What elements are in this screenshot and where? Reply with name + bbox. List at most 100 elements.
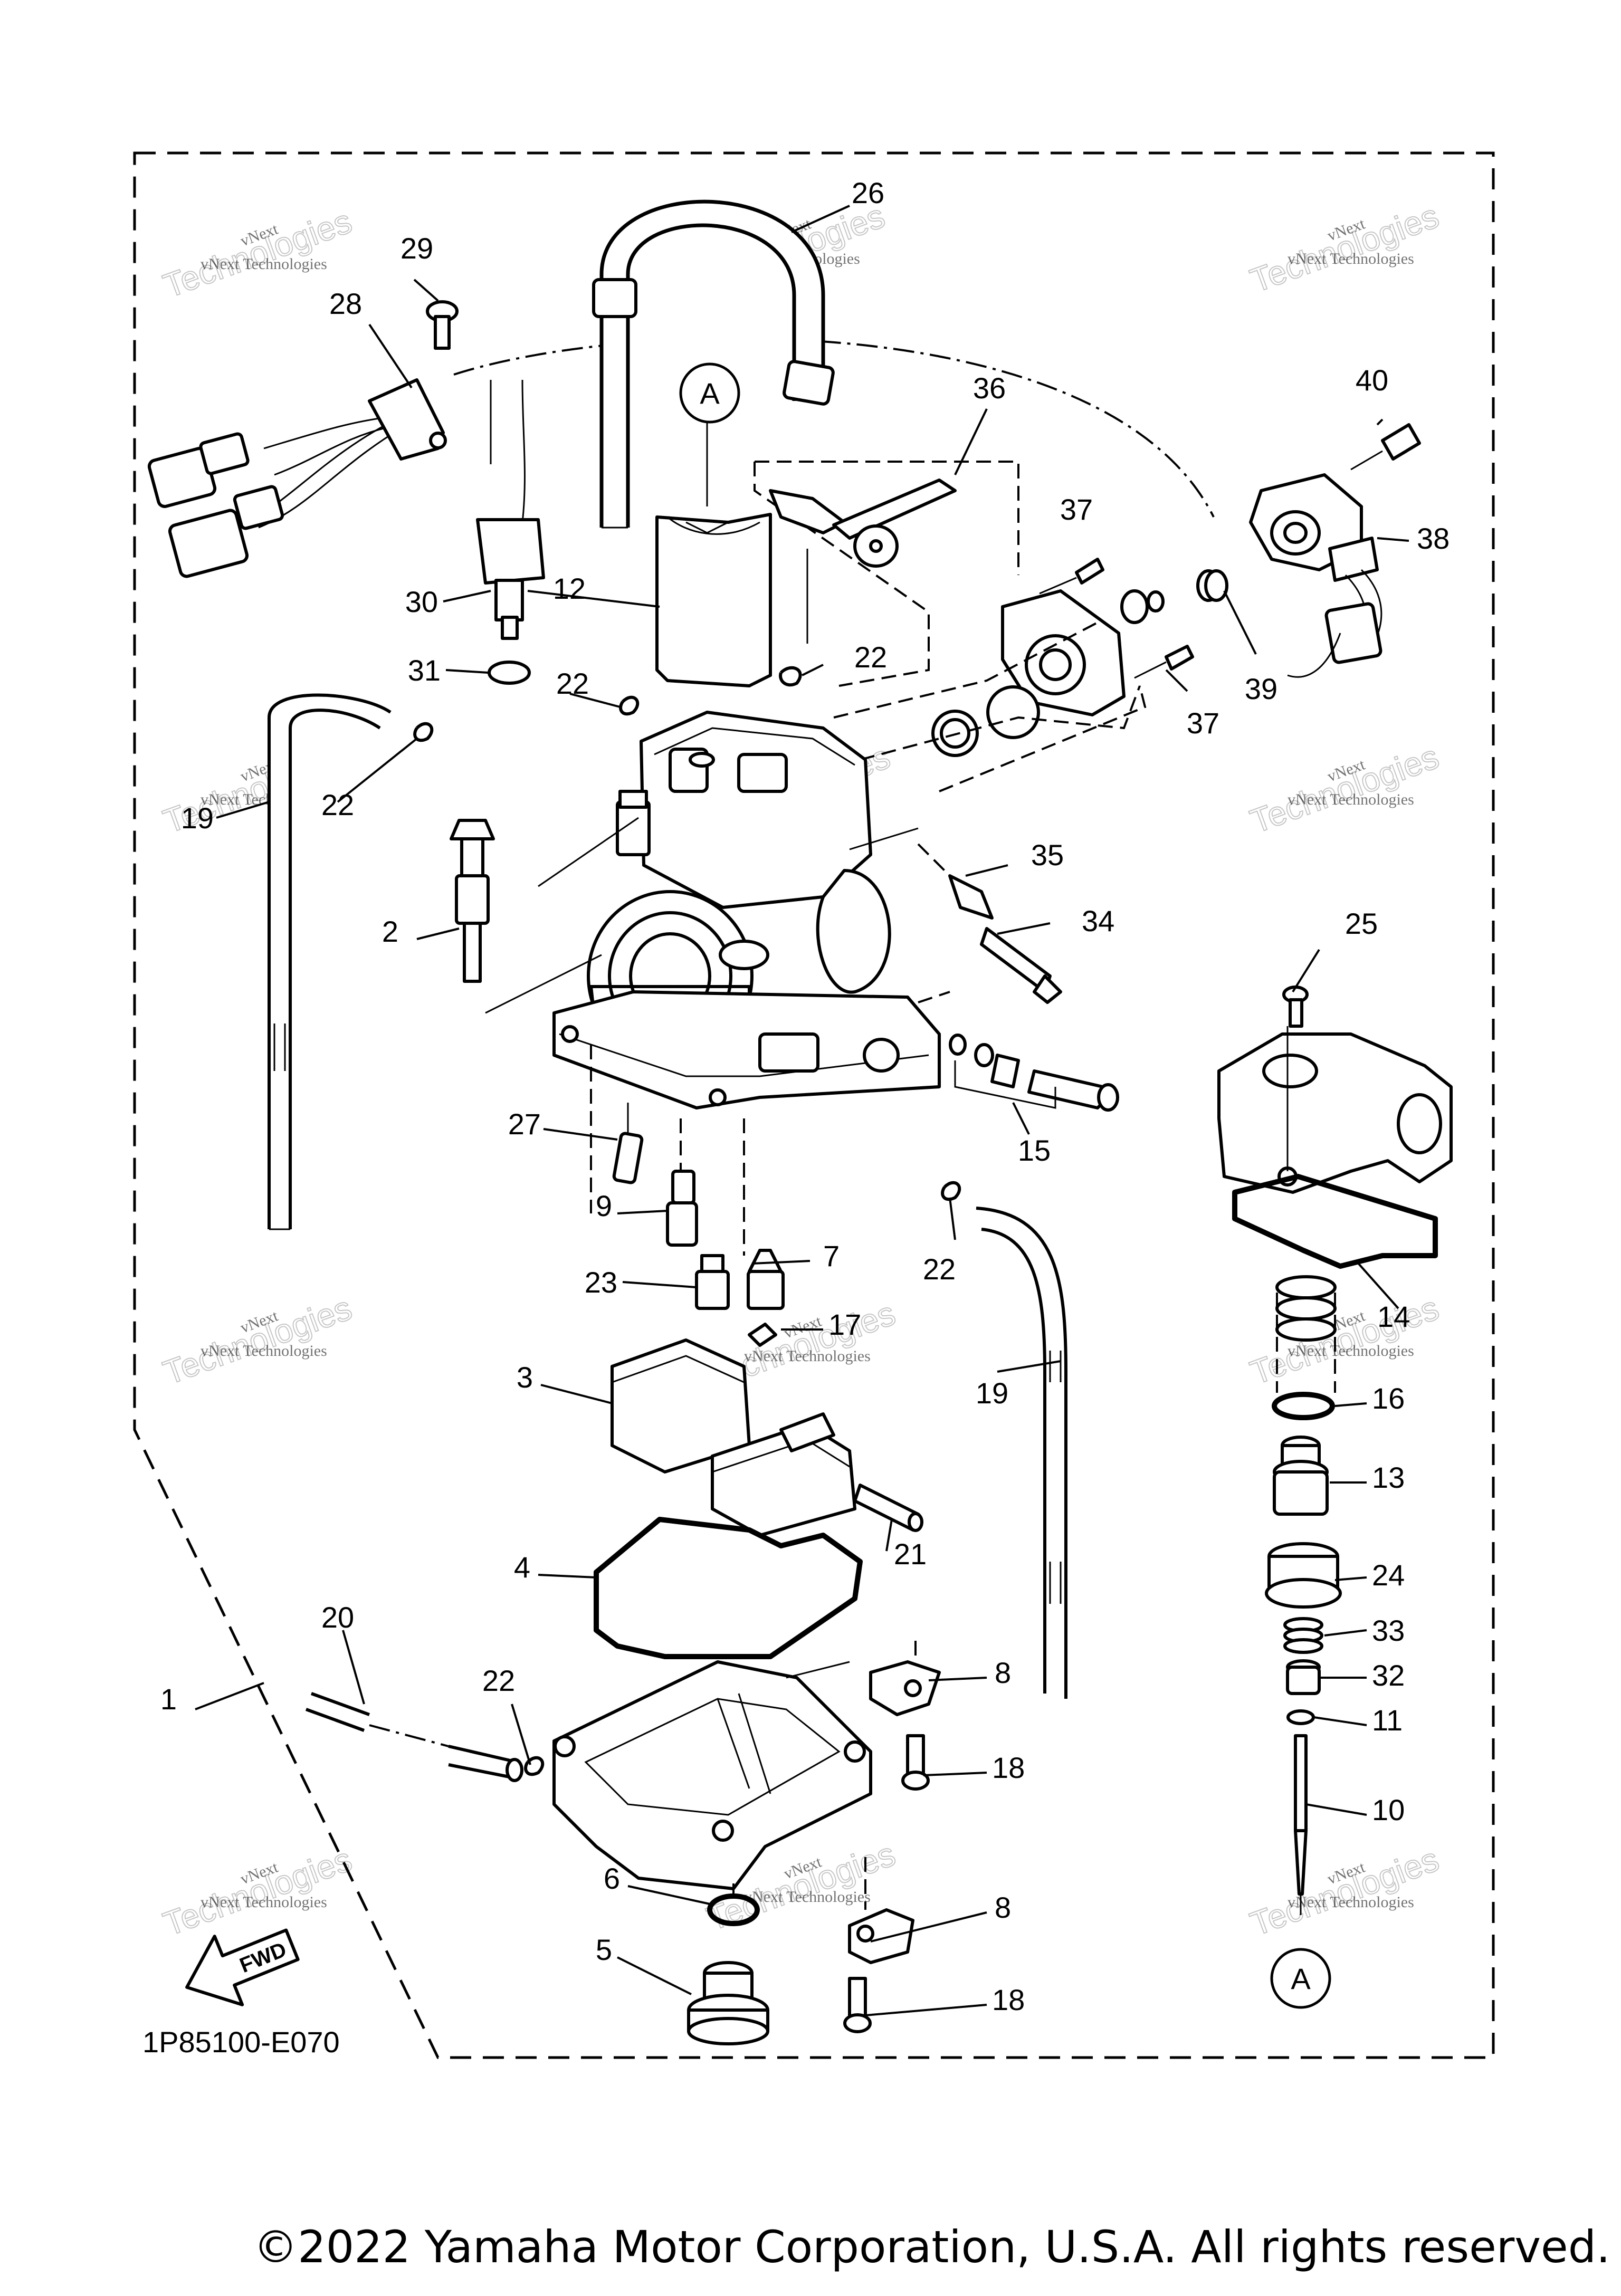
watermark: vNext vNext Technologies Technologies bbox=[158, 1288, 357, 1392]
svg-text:Technologies: Technologies bbox=[158, 202, 357, 305]
screw-37-top bbox=[1039, 558, 1104, 595]
hose-20 bbox=[305, 1692, 523, 1782]
watermark: vNext vNext Technologies Technologies bbox=[1245, 1840, 1444, 1944]
cap-24 bbox=[1265, 1542, 1342, 1609]
screw-34 bbox=[980, 927, 1062, 1004]
svg-text:Technologies: Technologies bbox=[1245, 1289, 1444, 1392]
svg-text:vNext Technologies: vNext Technologies bbox=[744, 1347, 871, 1365]
o-ring-39 bbox=[1204, 569, 1228, 602]
hose-19-right bbox=[976, 1207, 1067, 1699]
callout-25: 25 bbox=[1345, 907, 1378, 940]
spring-16-group bbox=[1275, 1275, 1337, 1393]
callout-16: 16 bbox=[1372, 1382, 1405, 1415]
callout-39: 39 bbox=[1245, 672, 1277, 705]
clip-11 bbox=[1286, 1709, 1315, 1725]
copyright-text: ©2022 Yamaha Motor Corporation, U.S.A. A… bbox=[253, 2221, 1610, 2273]
callout-19-left: 19 bbox=[181, 801, 214, 835]
o-ring-31 bbox=[488, 661, 531, 685]
callout-1: 1 bbox=[160, 1682, 177, 1716]
spring-35 bbox=[948, 874, 994, 920]
ring-16 bbox=[1272, 1392, 1335, 1420]
tps-sensor-38 bbox=[1249, 473, 1382, 678]
pin-21 bbox=[853, 1484, 923, 1532]
clip-22 bbox=[619, 695, 640, 716]
svg-text:Technologies: Technologies bbox=[1245, 197, 1444, 300]
callout-22-right: 22 bbox=[854, 640, 887, 674]
screw-18-bottom bbox=[843, 1977, 872, 2033]
screw-27 bbox=[612, 1103, 644, 1184]
clip-22 bbox=[413, 722, 434, 742]
callout-29: 29 bbox=[401, 232, 433, 265]
clip-17 bbox=[748, 1323, 777, 1347]
callout-22-center: 22 bbox=[556, 667, 589, 700]
wire-harness bbox=[147, 378, 447, 578]
callout-24: 24 bbox=[1372, 1558, 1405, 1592]
svg-text:A: A bbox=[700, 377, 720, 410]
carburetor-body bbox=[538, 711, 950, 1256]
svg-text:vNext Technologies: vNext Technologies bbox=[1288, 1893, 1414, 1911]
callout-17: 17 bbox=[828, 1308, 861, 1341]
ref-marker-a-top: A bbox=[679, 362, 740, 424]
screw-18-top bbox=[901, 1734, 930, 1791]
float-bowl bbox=[552, 1660, 872, 1890]
callout-labels: 1 2 3 4 5 6 7 8 8 9 10 11 12 13 14 15 16… bbox=[160, 176, 1450, 2016]
watermark: vNext vNext Technologies Technologies bbox=[1245, 1288, 1444, 1392]
hose-19-left bbox=[268, 693, 392, 1230]
svg-text:Technologies: Technologies bbox=[158, 1289, 357, 1392]
callout-18-bottom: 18 bbox=[992, 1983, 1025, 2016]
guide-line bbox=[917, 843, 951, 877]
callout-6: 6 bbox=[604, 1862, 620, 1895]
watermark: vNext vNext Technologies Technologies bbox=[1245, 196, 1444, 300]
callout-18-top: 18 bbox=[992, 1751, 1025, 1784]
callout-37-bottom: 37 bbox=[1187, 706, 1219, 740]
svg-text:Technologies: Technologies bbox=[1245, 738, 1444, 840]
clip-22 bbox=[941, 1181, 961, 1201]
spring-33 bbox=[1283, 1617, 1323, 1654]
callout-40: 40 bbox=[1356, 363, 1388, 397]
clip-22 bbox=[779, 666, 802, 687]
callout-22-left: 22 bbox=[321, 788, 354, 821]
callout-15: 15 bbox=[1018, 1134, 1051, 1167]
callout-8-bottom: 8 bbox=[995, 1891, 1011, 1924]
watermark: vNext vNext Technologies Technologies bbox=[158, 1840, 357, 1944]
jet-needle-10 bbox=[1294, 1734, 1308, 1915]
callout-11: 11 bbox=[1372, 1704, 1403, 1737]
callout-22-bottom: 22 bbox=[482, 1664, 515, 1697]
screw-29 bbox=[426, 300, 459, 350]
screw-37-bottom bbox=[1134, 645, 1194, 679]
holder-13 bbox=[1273, 1436, 1329, 1516]
callout-23: 23 bbox=[585, 1266, 617, 1299]
gasket-14 bbox=[1232, 1174, 1438, 1269]
callout-7: 7 bbox=[823, 1239, 840, 1273]
seat-32 bbox=[1286, 1659, 1321, 1695]
svg-text:vNext Technologies: vNext Technologies bbox=[1288, 791, 1414, 808]
screw-40 bbox=[1350, 423, 1421, 471]
callout-30: 30 bbox=[405, 585, 438, 618]
needle-valve-7 bbox=[747, 1249, 785, 1310]
float-3 bbox=[611, 1338, 856, 1537]
callout-19-right: 19 bbox=[976, 1376, 1008, 1410]
callout-26: 26 bbox=[852, 176, 884, 209]
svg-text:vNext Technologies: vNext Technologies bbox=[744, 1888, 871, 1906]
leader-lines bbox=[195, 205, 1409, 2016]
svg-text:Technologies: Technologies bbox=[1245, 1840, 1444, 1943]
callout-34: 34 bbox=[1082, 904, 1114, 937]
callout-4: 4 bbox=[514, 1551, 530, 1584]
callout-22-hose: 22 bbox=[923, 1252, 956, 1286]
callout-3: 3 bbox=[517, 1361, 533, 1394]
pilot-screw-2 bbox=[450, 819, 602, 1014]
watermark: vNext vNext Technologies Technologies bbox=[158, 202, 357, 305]
top-cover-25 bbox=[1217, 986, 1453, 1194]
callout-32: 32 bbox=[1372, 1659, 1405, 1692]
callout-2: 2 bbox=[382, 915, 398, 948]
callout-38: 38 bbox=[1417, 522, 1450, 555]
clip-22 bbox=[524, 1756, 545, 1776]
callout-8-top: 8 bbox=[995, 1656, 1011, 1689]
callout-10: 10 bbox=[1372, 1793, 1405, 1826]
plate-8-bottom bbox=[848, 1908, 914, 1964]
svg-text:vNext Technologies: vNext Technologies bbox=[201, 1893, 327, 1911]
wiring-path bbox=[453, 337, 1215, 518]
callout-12: 12 bbox=[553, 572, 586, 605]
callout-35: 35 bbox=[1031, 838, 1064, 872]
